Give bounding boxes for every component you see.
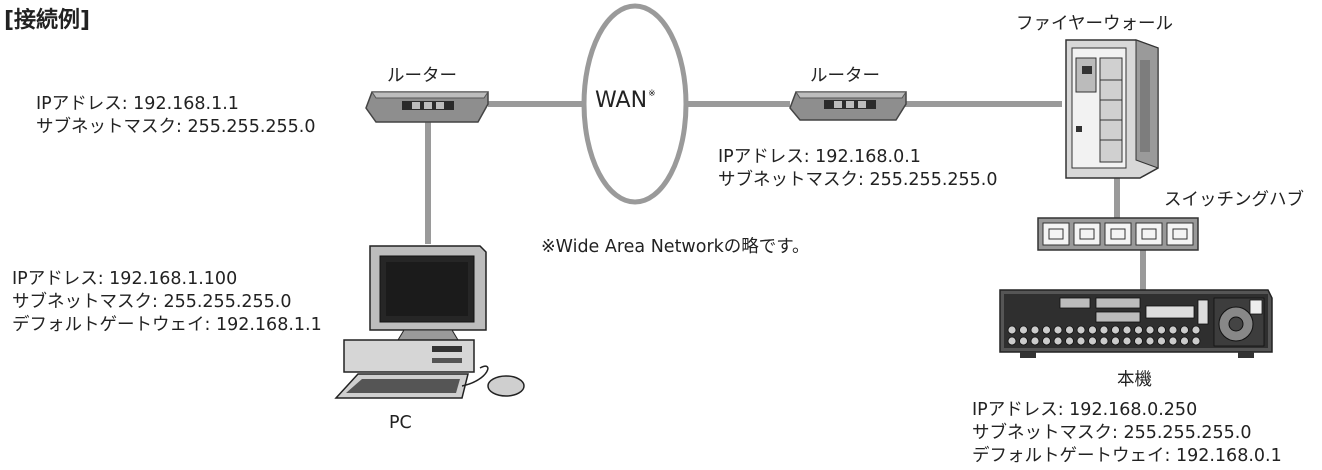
- bnc-connector-icon: [1030, 336, 1040, 346]
- router-right-subnet: サブネットマスク: 255.255.255.0: [718, 170, 998, 190]
- pc-gateway: デフォルトゲートウェイ: 192.168.1.1: [12, 315, 322, 335]
- pc-subnet: サブネットマスク: 255.255.255.0: [12, 292, 292, 312]
- router-left-icon: [365, 91, 489, 123]
- switching-hub-icon: [1037, 217, 1199, 251]
- wan-label: WAN※: [595, 88, 656, 113]
- pc-ip: IPアドレス: 192.168.1.100: [12, 269, 238, 289]
- router-right-ip: IPアドレス: 192.168.0.1: [718, 147, 921, 167]
- bnc-connector-icon: [1180, 325, 1189, 335]
- device-settings: IPアドレス: 192.168.0.250 サブネットマスク: 255.255.…: [972, 399, 1282, 468]
- bnc-connector-icon: [1053, 325, 1063, 335]
- router-right-icon: [789, 91, 907, 121]
- bnc-connector-icon: [1111, 325, 1120, 335]
- bnc-connector-icon: [1122, 336, 1132, 346]
- router-right-settings: IPアドレス: 192.168.0.1 サブネットマスク: 255.255.25…: [718, 146, 998, 192]
- recorder-device-icon: [999, 289, 1273, 358]
- bnc-connector-icon: [1099, 325, 1109, 335]
- device-gateway: デフォルトゲートウェイ: 192.168.0.1: [972, 446, 1282, 466]
- wan-footnote-mark: ※: [648, 89, 656, 99]
- bnc-connector-icon: [1145, 325, 1155, 335]
- bnc-connector-icon: [1065, 336, 1074, 346]
- switching-hub-label: スイッチングハブ: [1164, 190, 1304, 210]
- page-title: [接続例]: [4, 8, 91, 33]
- bnc-connector-icon: [1191, 325, 1201, 335]
- bnc-connector-icon: [1053, 336, 1063, 346]
- pc-label: PC: [389, 413, 412, 433]
- wan-footnote: ※Wide Area Networkの略です。: [541, 237, 810, 257]
- bnc-connector-icon: [1007, 336, 1017, 346]
- bnc-connector-icon: [1088, 336, 1097, 346]
- bnc-connector-icon: [1042, 336, 1051, 346]
- bnc-connector-icon: [1088, 325, 1097, 335]
- router-left-settings: IPアドレス: 192.168.1.1 サブネットマスク: 255.255.25…: [36, 93, 316, 139]
- bnc-connector-icon: [1019, 336, 1028, 346]
- bnc-connector-icon: [1157, 336, 1166, 346]
- bnc-connector-icon: [1076, 336, 1086, 346]
- bnc-connector-icon: [1122, 325, 1132, 335]
- firewall-label: ファイヤーウォール: [1016, 14, 1173, 34]
- pc-settings: IPアドレス: 192.168.1.100 サブネットマスク: 255.255.…: [12, 268, 322, 337]
- bnc-connector-icon: [1191, 336, 1201, 346]
- bnc-connector-icon: [1134, 336, 1143, 346]
- bnc-connector-icon: [1030, 325, 1040, 335]
- bnc-connector-icon: [1111, 336, 1120, 346]
- bnc-connector-icon: [1007, 325, 1017, 335]
- bnc-connector-icon: [1180, 336, 1189, 346]
- device-label: 本機: [1117, 370, 1152, 390]
- bnc-connector-icon: [1145, 336, 1155, 346]
- bnc-connector-icon: [1019, 325, 1028, 335]
- bnc-connector-icon: [1065, 325, 1074, 335]
- firewall-icon: [1065, 39, 1159, 179]
- device-ip: IPアドレス: 192.168.0.250: [972, 400, 1198, 420]
- bnc-connector-icon: [1168, 336, 1178, 346]
- bnc-connector-icon: [1157, 325, 1166, 335]
- router-right-label: ルーター: [810, 66, 880, 86]
- bnc-connector-icon: [1076, 325, 1086, 335]
- connection-lines: [425, 101, 1146, 290]
- router-left-label: ルーター: [387, 66, 457, 86]
- device-subnet: サブネットマスク: 255.255.255.0: [972, 423, 1252, 443]
- bnc-connector-icon: [1042, 325, 1051, 335]
- wan-cloud-icon: [581, 3, 689, 205]
- pc-icon: [334, 245, 525, 399]
- bnc-connector-icon: [1099, 336, 1109, 346]
- router-left-ip: IPアドレス: 192.168.1.1: [36, 94, 239, 114]
- bnc-connector-icon: [1134, 325, 1143, 335]
- router-left-subnet: サブネットマスク: 255.255.255.0: [36, 117, 316, 137]
- bnc-connector-icon: [1168, 325, 1178, 335]
